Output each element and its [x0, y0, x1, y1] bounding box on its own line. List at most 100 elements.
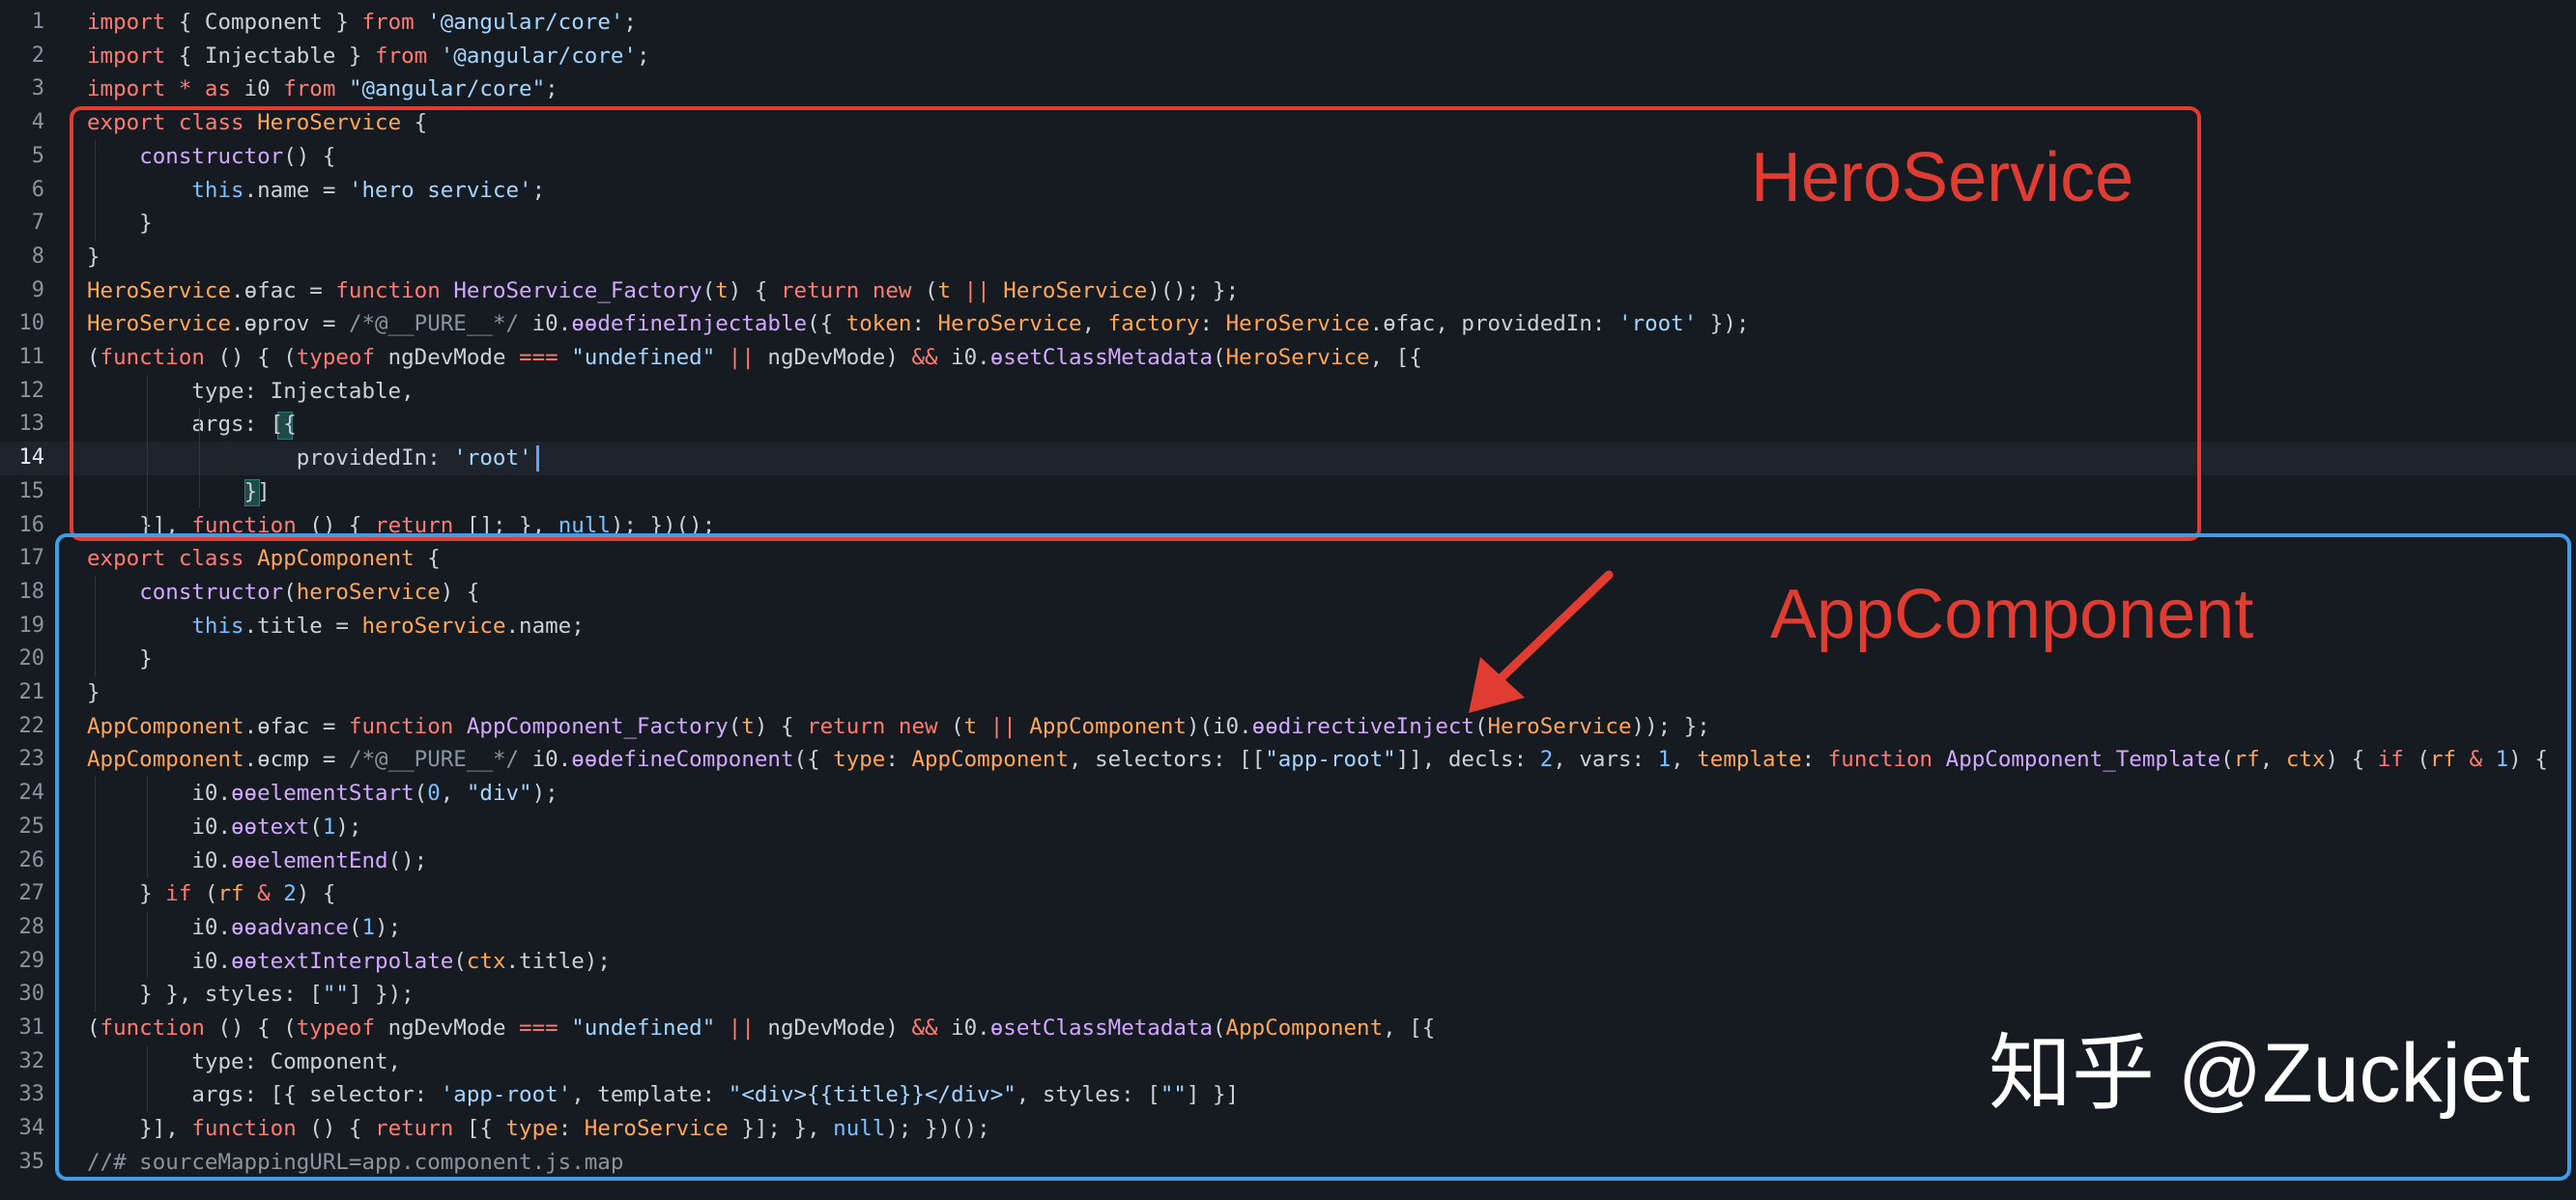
line-number: 3	[31, 76, 44, 101]
code-token	[990, 278, 1004, 303]
line-number: 33	[18, 1082, 45, 1107]
code-token: ); })();	[610, 512, 716, 538]
line-number: 19	[18, 613, 45, 638]
code-line[interactable]: 16 }], function () { return []; }, null)…	[0, 509, 2576, 543]
code-line[interactable]: 31(function () { (typeof ngDevMode === "…	[0, 1012, 2576, 1045]
code-line[interactable]: 24 i0.ɵɵelementStart(0, "div");	[0, 777, 2576, 811]
code-line[interactable]: 18 constructor(heroService) {	[0, 576, 2576, 610]
code-token: ;	[531, 177, 546, 203]
code-token: rf	[217, 881, 244, 907]
code-token: HeroService	[1225, 311, 1370, 337]
code-token: ,	[1671, 747, 1698, 773]
code-token: 'hero service'	[348, 177, 532, 203]
code-token: &	[2469, 747, 2483, 773]
code-token	[244, 110, 258, 135]
code-line[interactable]: 34 }], function () { return [{ type: Her…	[0, 1112, 2576, 1146]
code-token: export	[87, 546, 166, 572]
code-line[interactable]: 13 args: [{	[0, 408, 2576, 442]
code-line[interactable]: 14 providedIn: 'root'	[0, 442, 2576, 475]
code-line[interactable]: 27 } if (rf & 2) {	[0, 877, 2576, 911]
line-number: 23	[18, 747, 45, 772]
code-line[interactable]: 8}	[0, 241, 2576, 274]
code-token: (	[191, 881, 218, 907]
code-token: AppComponent	[257, 546, 415, 572]
code-token: '@angular/core'	[427, 10, 624, 35]
code-line[interactable]: 32 type: Component,	[0, 1045, 2576, 1079]
code-token: providedIn:	[87, 445, 454, 471]
code-line[interactable]: 12 type: Injectable,	[0, 375, 2576, 409]
code-text: }	[87, 643, 153, 676]
code-token: template	[1697, 747, 1802, 773]
code-token: rf	[2233, 747, 2260, 773]
line-number: 32	[18, 1048, 45, 1073]
code-token: (	[348, 914, 362, 940]
code-token: name =	[257, 177, 349, 203]
code-line[interactable]: 23 AppComponent.ɵcmp = /*@__PURE__*/ i0.ɵ…	[0, 743, 2576, 777]
code-line[interactable]: 19 this.title = heroService.name;	[0, 610, 2576, 643]
code-token: function	[100, 345, 205, 370]
code-token: "app-root"	[1265, 747, 1396, 773]
code-token: 1	[1657, 747, 1672, 773]
code-token	[715, 345, 729, 370]
line-number: 16	[18, 512, 45, 537]
code-token: 1	[361, 914, 376, 940]
code-token: ngDevMode)	[754, 1015, 912, 1041]
line-number: 9	[31, 277, 44, 302]
code-token: function	[191, 512, 297, 538]
code-token: if	[165, 881, 192, 907]
code-line[interactable]: 28 i0.ɵɵadvance(1);	[0, 911, 2576, 945]
line-number: 1	[31, 10, 44, 34]
code-token: AppComponent_Factory	[466, 713, 729, 739]
code-token: HeroService	[87, 277, 232, 303]
code-line[interactable]: 5 constructor() {	[0, 140, 2576, 174]
code-line[interactable]: 20 }	[0, 643, 2576, 676]
line-number: 6	[31, 177, 44, 202]
code-token: ""	[322, 982, 349, 1008]
code-token: new	[872, 277, 912, 303]
line-number: 34	[18, 1116, 45, 1141]
code-token: return	[375, 1116, 454, 1142]
code-token: ]], decls:	[1395, 747, 1540, 773]
code-token: /*@__PURE__*/	[348, 747, 520, 773]
code-text: i0.ɵɵtextInterpolate(ctx.title);	[87, 945, 611, 979]
code-text: AppComponent.ɵcmp = /*@__PURE__*/ i0.ɵɵd…	[87, 743, 2548, 777]
code-token: ) {	[754, 713, 808, 739]
code-line[interactable]: 15 }]	[0, 475, 2576, 509]
code-line[interactable]: 35//# sourceMappingURL=app.component.js.…	[0, 1146, 2576, 1180]
code-line[interactable]: 7 }	[0, 207, 2576, 241]
code-token: )(); };	[1147, 277, 1240, 303]
code-line[interactable]: 29 i0.ɵɵtextInterpolate(ctx.title);	[0, 945, 2576, 979]
code-text: i0.ɵɵelementStart(0, "div");	[87, 777, 558, 811]
indent-guide	[147, 777, 148, 878]
code-text: HeroService.ɵprov = /*@__PURE__*/ i0.ɵɵd…	[87, 307, 1749, 341]
line-number: 29	[18, 948, 45, 973]
code-line[interactable]: 30 } }, styles: [""] });	[0, 978, 2576, 1012]
code-token	[165, 76, 179, 101]
code-token: ({	[793, 747, 834, 773]
code-text: }	[87, 241, 100, 274]
code-line[interactable]: 26 i0.ɵɵelementEnd();	[0, 844, 2576, 878]
code-token: constructor	[139, 143, 284, 169]
code-line[interactable]: 25 i0.ɵɵtext(1);	[0, 811, 2576, 844]
code-token: ||	[728, 1015, 755, 1041]
line-number: 11	[18, 345, 45, 369]
line-number: 15	[18, 478, 45, 503]
appcomponent-label: AppComponent	[1770, 576, 2254, 653]
code-token: );	[335, 814, 362, 840]
code-token	[87, 178, 191, 203]
code-line[interactable]: 11(function () { (typeof ngDevMode === "…	[0, 341, 2576, 375]
code-line[interactable]: 21}	[0, 676, 2576, 710]
code-line[interactable]: 33 args: [{ selector: 'app-root', templa…	[0, 1078, 2576, 1112]
code-token: i0.	[87, 781, 232, 807]
code-token: &	[257, 881, 271, 907]
code-line[interactable]: 6 this.name = 'hero service';	[0, 174, 2576, 208]
